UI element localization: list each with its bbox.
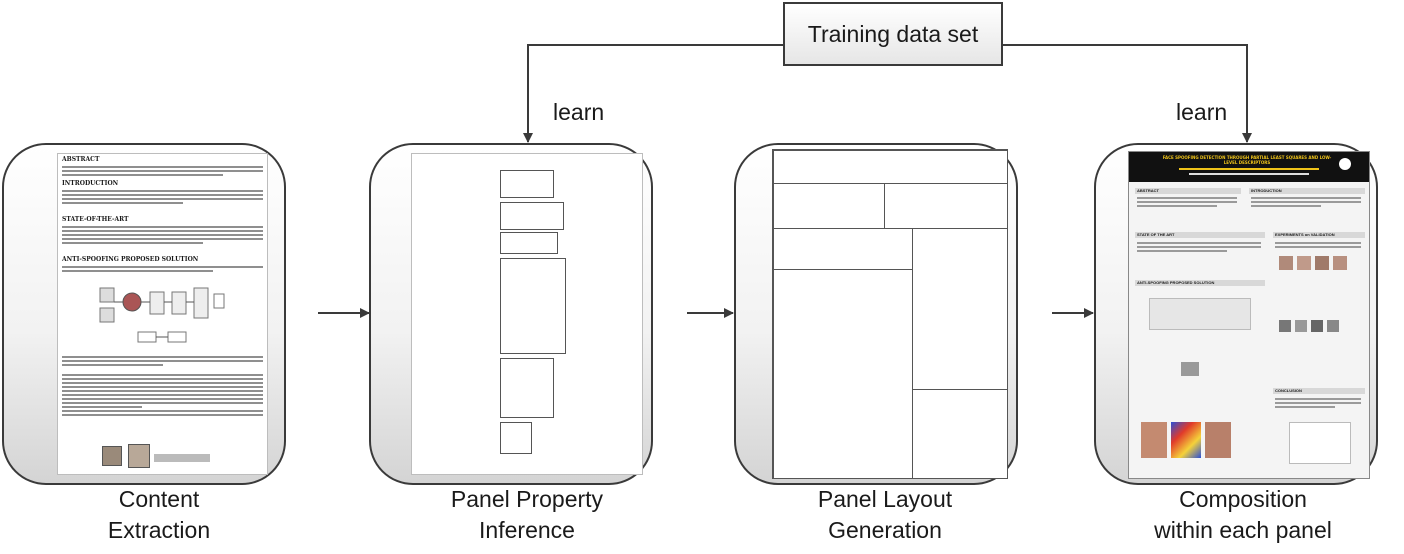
poster-gray-thumb	[1295, 320, 1307, 332]
poster-plot	[1289, 422, 1351, 464]
content-extraction-stage: ABSTRACT INTRODUCTION STATE-OF-THE-ART A…	[2, 143, 286, 485]
poster-face-image	[1141, 422, 1167, 458]
poster-gray-thumb	[1279, 320, 1291, 332]
poster-header: FACE SPOOFING DETECTION THROUGH PARTIAL …	[1129, 152, 1369, 182]
poster-title: FACE SPOOFING DETECTION THROUGH PARTIAL …	[1162, 155, 1332, 165]
doc-body-text	[62, 354, 263, 418]
panel-property-inference-stage	[369, 143, 653, 485]
doc-section-abstract: ABSTRACT	[62, 156, 263, 178]
doc-heading-introduction: INTRODUCTION	[62, 180, 119, 187]
doc-figure-strip	[154, 454, 210, 462]
layout-panel	[912, 228, 1007, 390]
layout-panel-title	[773, 150, 1007, 184]
composition-stage: FACE SPOOFING DETECTION THROUGH PARTIAL …	[1094, 143, 1378, 485]
panel-box	[500, 232, 558, 254]
poster-heatmap-image	[1171, 422, 1201, 458]
content-extraction-label: Content Extraction	[107, 486, 211, 543]
layout-panel	[773, 269, 913, 478]
poster-flowchart	[1149, 298, 1251, 330]
panel-layout-generation-label: Panel Layout Generation	[817, 486, 953, 543]
poster-heading-introduction: INTRODUCTION	[1251, 188, 1282, 193]
poster-heading-experiments: EXPERIMENTS on VALIDATION	[1275, 232, 1335, 237]
doc-face-image	[102, 446, 122, 466]
composed-poster: FACE SPOOFING DETECTION THROUGH PARTIAL …	[1128, 151, 1370, 479]
layout-panel	[912, 389, 1007, 478]
poster-heading-state-of-the-art: STATE OF THE ART	[1137, 232, 1175, 237]
doc-figure-flowchart	[99, 287, 225, 343]
poster-heading-conclusion: CONCLUSION	[1275, 388, 1302, 393]
doc-heading-abstract: ABSTRACT	[62, 156, 100, 163]
poster-face-thumb	[1297, 256, 1311, 270]
composition-label: Composition within each panel	[1154, 486, 1332, 543]
doc-heading-state-of-the-art: STATE-OF-THE-ART	[62, 216, 129, 223]
poster-figure	[1181, 362, 1199, 376]
poster-face-thumb	[1315, 256, 1329, 270]
poster-face-image	[1205, 422, 1231, 458]
poster-heading-abstract: ABSTRACT	[1137, 188, 1159, 193]
layout-panel	[884, 183, 1007, 229]
source-document: ABSTRACT INTRODUCTION STATE-OF-THE-ART A…	[57, 153, 268, 475]
panel-layout-generation-stage	[734, 143, 1018, 485]
arrow-training-to-composition	[1003, 44, 1252, 143]
poster-gray-thumb	[1327, 320, 1339, 332]
poster-heading-anti-spoofing: ANTI-SPOOFING PROPOSED SOLUTION	[1137, 280, 1215, 285]
poster-logo	[1339, 158, 1351, 170]
doc-section-anti-spoofing: ANTI-SPOOFING PROPOSED SOLUTION	[62, 256, 263, 274]
panel-box	[500, 422, 532, 454]
doc-face-image-2	[128, 444, 150, 468]
doc-section-introduction: INTRODUCTION	[62, 180, 263, 206]
arrow-training-to-panel-property	[523, 44, 783, 143]
learn-label-right: learn	[1176, 99, 1228, 125]
poster-gray-thumb	[1311, 320, 1323, 332]
property-page	[411, 153, 643, 475]
doc-section-state-of-the-art: STATE-OF-THE-ART	[62, 216, 263, 246]
panel-property-inference-label: Panel Property Inference	[450, 486, 604, 543]
training-data-set-label: Training data set	[807, 20, 979, 47]
panel-box	[500, 170, 554, 198]
training-data-set-box: Training data set	[783, 2, 1003, 66]
layout-page	[772, 149, 1008, 479]
poster-face-thumb	[1279, 256, 1293, 270]
doc-heading-anti-spoofing: ANTI-SPOOFING PROPOSED SOLUTION	[62, 256, 199, 263]
layout-panel	[773, 183, 885, 229]
layout-panel	[773, 228, 913, 270]
poster-face-thumb	[1333, 256, 1347, 270]
learn-label-left: learn	[553, 99, 605, 125]
panel-box	[500, 202, 564, 230]
panel-box	[500, 258, 566, 354]
panel-box	[500, 358, 554, 418]
